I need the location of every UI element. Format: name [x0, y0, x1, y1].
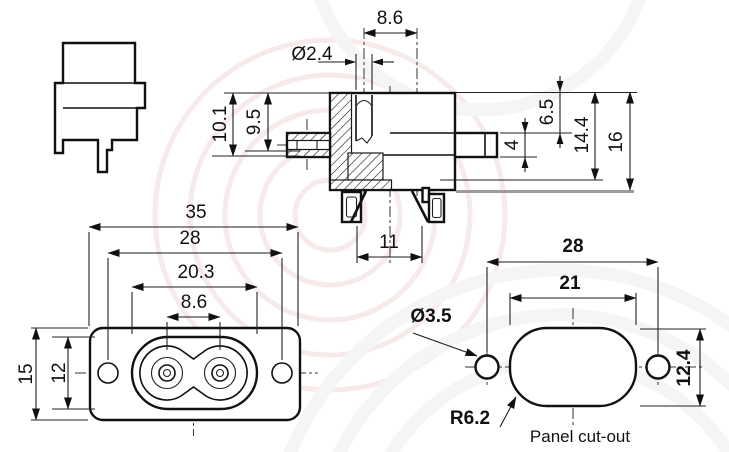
front-figure8-recess [139, 345, 248, 401]
front-view: 35 28 20.3 8.6 15 12 [16, 202, 318, 436]
front-pin-right-core [215, 368, 225, 378]
section-view: 8.6 Ø2.4 10.1 9.5 6.5 4 14.4 16 [210, 8, 637, 263]
dim-label-height-inner: 14.4 [572, 116, 593, 153]
dim-label-pin-diameter: Ø2.4 [291, 44, 333, 65]
left-ear-hatch-bottom [286, 148, 331, 158]
front-pin-left-outer [158, 364, 176, 382]
right-snap-wedge [410, 190, 430, 223]
pin-bore-top-arc [355, 99, 373, 107]
section-hatch-bottom-band [329, 179, 393, 191]
left-foot-hole [345, 196, 358, 218]
arrow-pin-dia-right [372, 58, 383, 66]
dim-label-cutout-width: 21 [559, 273, 581, 294]
dim-label-hole-diameter: Ø3.5 [410, 306, 452, 327]
dim-label-height-total: 16 [606, 131, 627, 152]
front-pin-left-core [162, 368, 172, 378]
front-socket-face [130, 335, 259, 411]
cutout-hole-left [474, 354, 500, 380]
front-pin-left-well [150, 356, 184, 390]
panel-cutout-view: 28 21 12.4 Ø3.5 R6.2 Panel cut-out [410, 236, 706, 446]
cutout-stadium [508, 326, 638, 408]
dim-label-front-face-width: 20.3 [178, 262, 215, 283]
dim-label-feet-span: 11 [379, 232, 399, 253]
dim-label-front-width-total: 35 [185, 202, 206, 223]
dim-label-cutout-hole-spacing: 28 [562, 236, 583, 257]
watermark-red-ring [187, 72, 473, 358]
right-foot-hole [431, 197, 442, 219]
front-pin-right-well [203, 356, 237, 390]
watermark-gray-arc [314, 0, 646, 117]
dim-label-front-height-total: 15 [16, 363, 37, 384]
dim-label-ear-offset: 6.5 [537, 99, 558, 125]
arrow-ear-offset-bottom [556, 133, 564, 144]
leader-corner-radius [499, 396, 517, 428]
arrow-ear-offset-top [556, 81, 564, 92]
front-pin-right-outer [211, 364, 229, 382]
dim-label-depth-outer: 10.1 [210, 106, 231, 143]
section-hatch-center-column [347, 152, 384, 181]
left-snap-wedge [349, 190, 368, 223]
dim-label-depth-inner: 9.5 [244, 109, 265, 135]
left-ear-hatch-top [286, 132, 331, 142]
watermark-gray-arc [332, 308, 729, 452]
right-ear [453, 131, 499, 159]
arrow-ear-thickness-top [521, 122, 529, 133]
side-profile-view [53, 41, 147, 174]
pin-bore-break-line [355, 135, 373, 144]
dim-label-ear-thickness: 4 [502, 139, 523, 150]
leader-hole-diameter [412, 332, 478, 357]
front-mounting-hole-right [271, 362, 293, 384]
dim-label-front-face-height: 12 [49, 362, 70, 383]
dim-label-top-span: 8.6 [377, 8, 403, 29]
dim-label-cutout-height: 12.4 [674, 349, 695, 386]
dim-label-front-hole-spacing: 28 [179, 228, 200, 249]
dim-label-corner-radius: R6.2 [450, 408, 490, 429]
arrow-ear-thickness-bottom [521, 157, 529, 168]
watermark-gray-arc [283, 263, 729, 452]
front-mounting-hole-left [97, 362, 119, 384]
panel-cutout-caption: Panel cut-out [530, 427, 630, 446]
cutout-hole-right [645, 354, 671, 380]
arrow-pin-dia-left [345, 58, 356, 66]
dim-label-front-pin-spacing: 8.6 [181, 292, 207, 313]
